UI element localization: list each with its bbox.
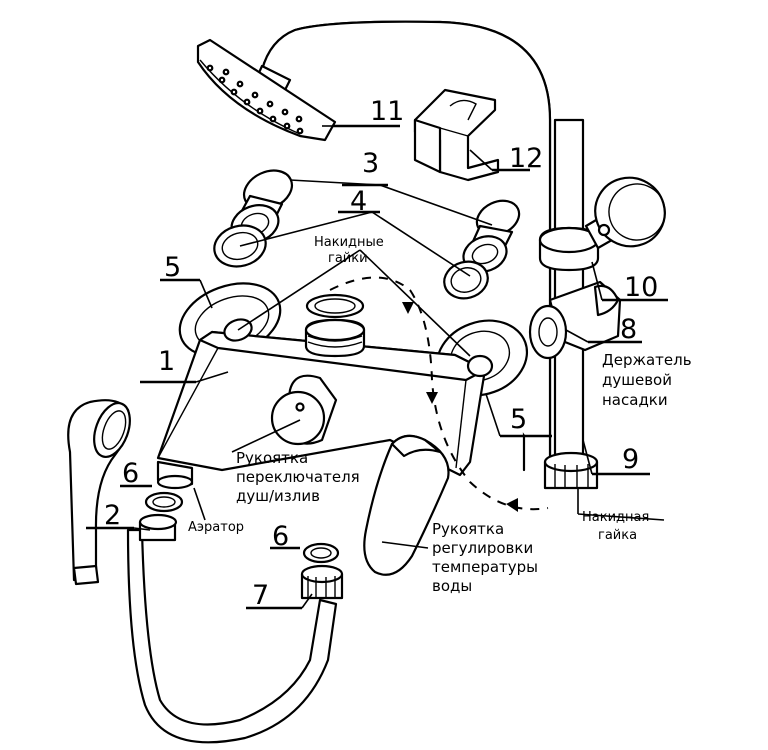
part-5-right: 5 [510,404,527,435]
label-diverter-3: душ/излив [236,487,320,505]
shower-nozzle-dots [206,64,304,135]
part-9: 9 [622,444,639,475]
top-gasket [305,293,365,319]
diverter-handle [270,374,338,446]
overhead-shower-head [196,38,337,142]
part-5-left: 5 [164,252,181,283]
spout-aerator [156,460,194,490]
eccentric-right [443,199,521,300]
text-labels: Накидные гайки Рукоятка переключателя ду… [188,235,692,595]
part-10: 10 [624,272,658,303]
slide-holder-collar [538,176,666,272]
part-3: 3 [362,148,379,179]
label-holder-1: Держатель [602,351,692,369]
wall-bracket [413,88,500,182]
riser-union-nut [543,451,599,490]
shower-hose [126,513,344,744]
label-temperature-2: регулировки [432,539,533,557]
part-8: 8 [620,314,637,345]
part-6-right: 6 [272,521,289,552]
part-2: 2 [104,500,121,531]
assembly-path [329,276,549,512]
label-diverter-1: Рукоятка [236,449,308,467]
leader-lines [86,124,668,610]
label-union-nuts-2: гайки [328,251,368,266]
part-11: 11 [370,96,404,127]
label-holder-2: душевой [602,371,672,389]
temperature-lever [363,434,450,576]
part-12: 12 [509,143,543,174]
label-union-nut-1: Накидная [582,510,649,525]
gasket-6-right [302,542,340,564]
label-union-nut-2: гайка [598,528,637,543]
gasket-6-left [144,491,184,513]
part-1: 1 [158,346,175,377]
hand-shower [67,399,131,586]
part-4: 4 [350,186,367,217]
label-union-nuts-1: Накидные [314,235,384,250]
label-temperature-1: Рукоятка [432,520,504,538]
label-aerator: Аэратор [188,520,244,535]
label-holder-3: насадки [602,391,668,409]
part-numbers: 11 12 3 4 5 1 5 10 8 9 6 2 6 7 [104,96,658,611]
part-6-left: 6 [122,458,139,489]
label-diverter-2: переключателя [236,468,360,486]
label-temperature-3: температуры [432,558,538,576]
part-7: 7 [252,580,269,611]
label-temperature-4: воды [432,577,472,595]
eccentric-left [213,169,294,268]
